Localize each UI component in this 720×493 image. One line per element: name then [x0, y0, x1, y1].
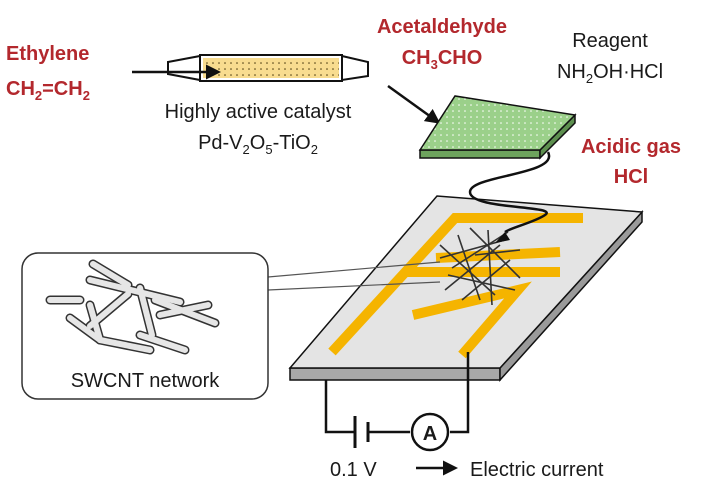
acidic-gas-formula: HCl [614, 166, 648, 188]
electric-current-label: Electric current [470, 459, 604, 481]
reagent-formula: NH2OH·HCl [557, 61, 663, 86]
reagent-pad [418, 95, 577, 160]
acetaldehyde-formula: CH3CHO [402, 47, 483, 72]
catalyst-label: Highly active catalyst [165, 101, 352, 123]
catalyst-formula: Pd-V2O5-TiO2 [198, 132, 318, 157]
ethylene-formula: CH2=CH2 [6, 78, 90, 103]
ammeter [410, 412, 450, 452]
ethylene-label: Ethylene [6, 43, 89, 65]
circuit [324, 352, 470, 434]
acetaldehyde-label: Acetaldehyde [377, 16, 507, 38]
gas-flow-line [468, 151, 551, 234]
acetaldehyde-arrow [387, 84, 441, 124]
swcnt-network-on-chip [439, 227, 521, 306]
acidic-gas-label: Acidic gas [581, 136, 681, 158]
reagent-label: Reagent [572, 30, 648, 52]
voltage-label: 0.1 V [330, 459, 377, 481]
substrate-plate [288, 195, 644, 382]
callout-line-top [267, 261, 441, 278]
ammeter-symbol: A [423, 423, 437, 445]
callout-line-bottom [267, 281, 441, 291]
gas-flow-arrowhead [495, 232, 510, 243]
catalyst-tube [167, 54, 369, 82]
swcnt-inset: SWCNT network [21, 252, 269, 400]
swcnt-network-label: SWCNT network [71, 370, 221, 392]
